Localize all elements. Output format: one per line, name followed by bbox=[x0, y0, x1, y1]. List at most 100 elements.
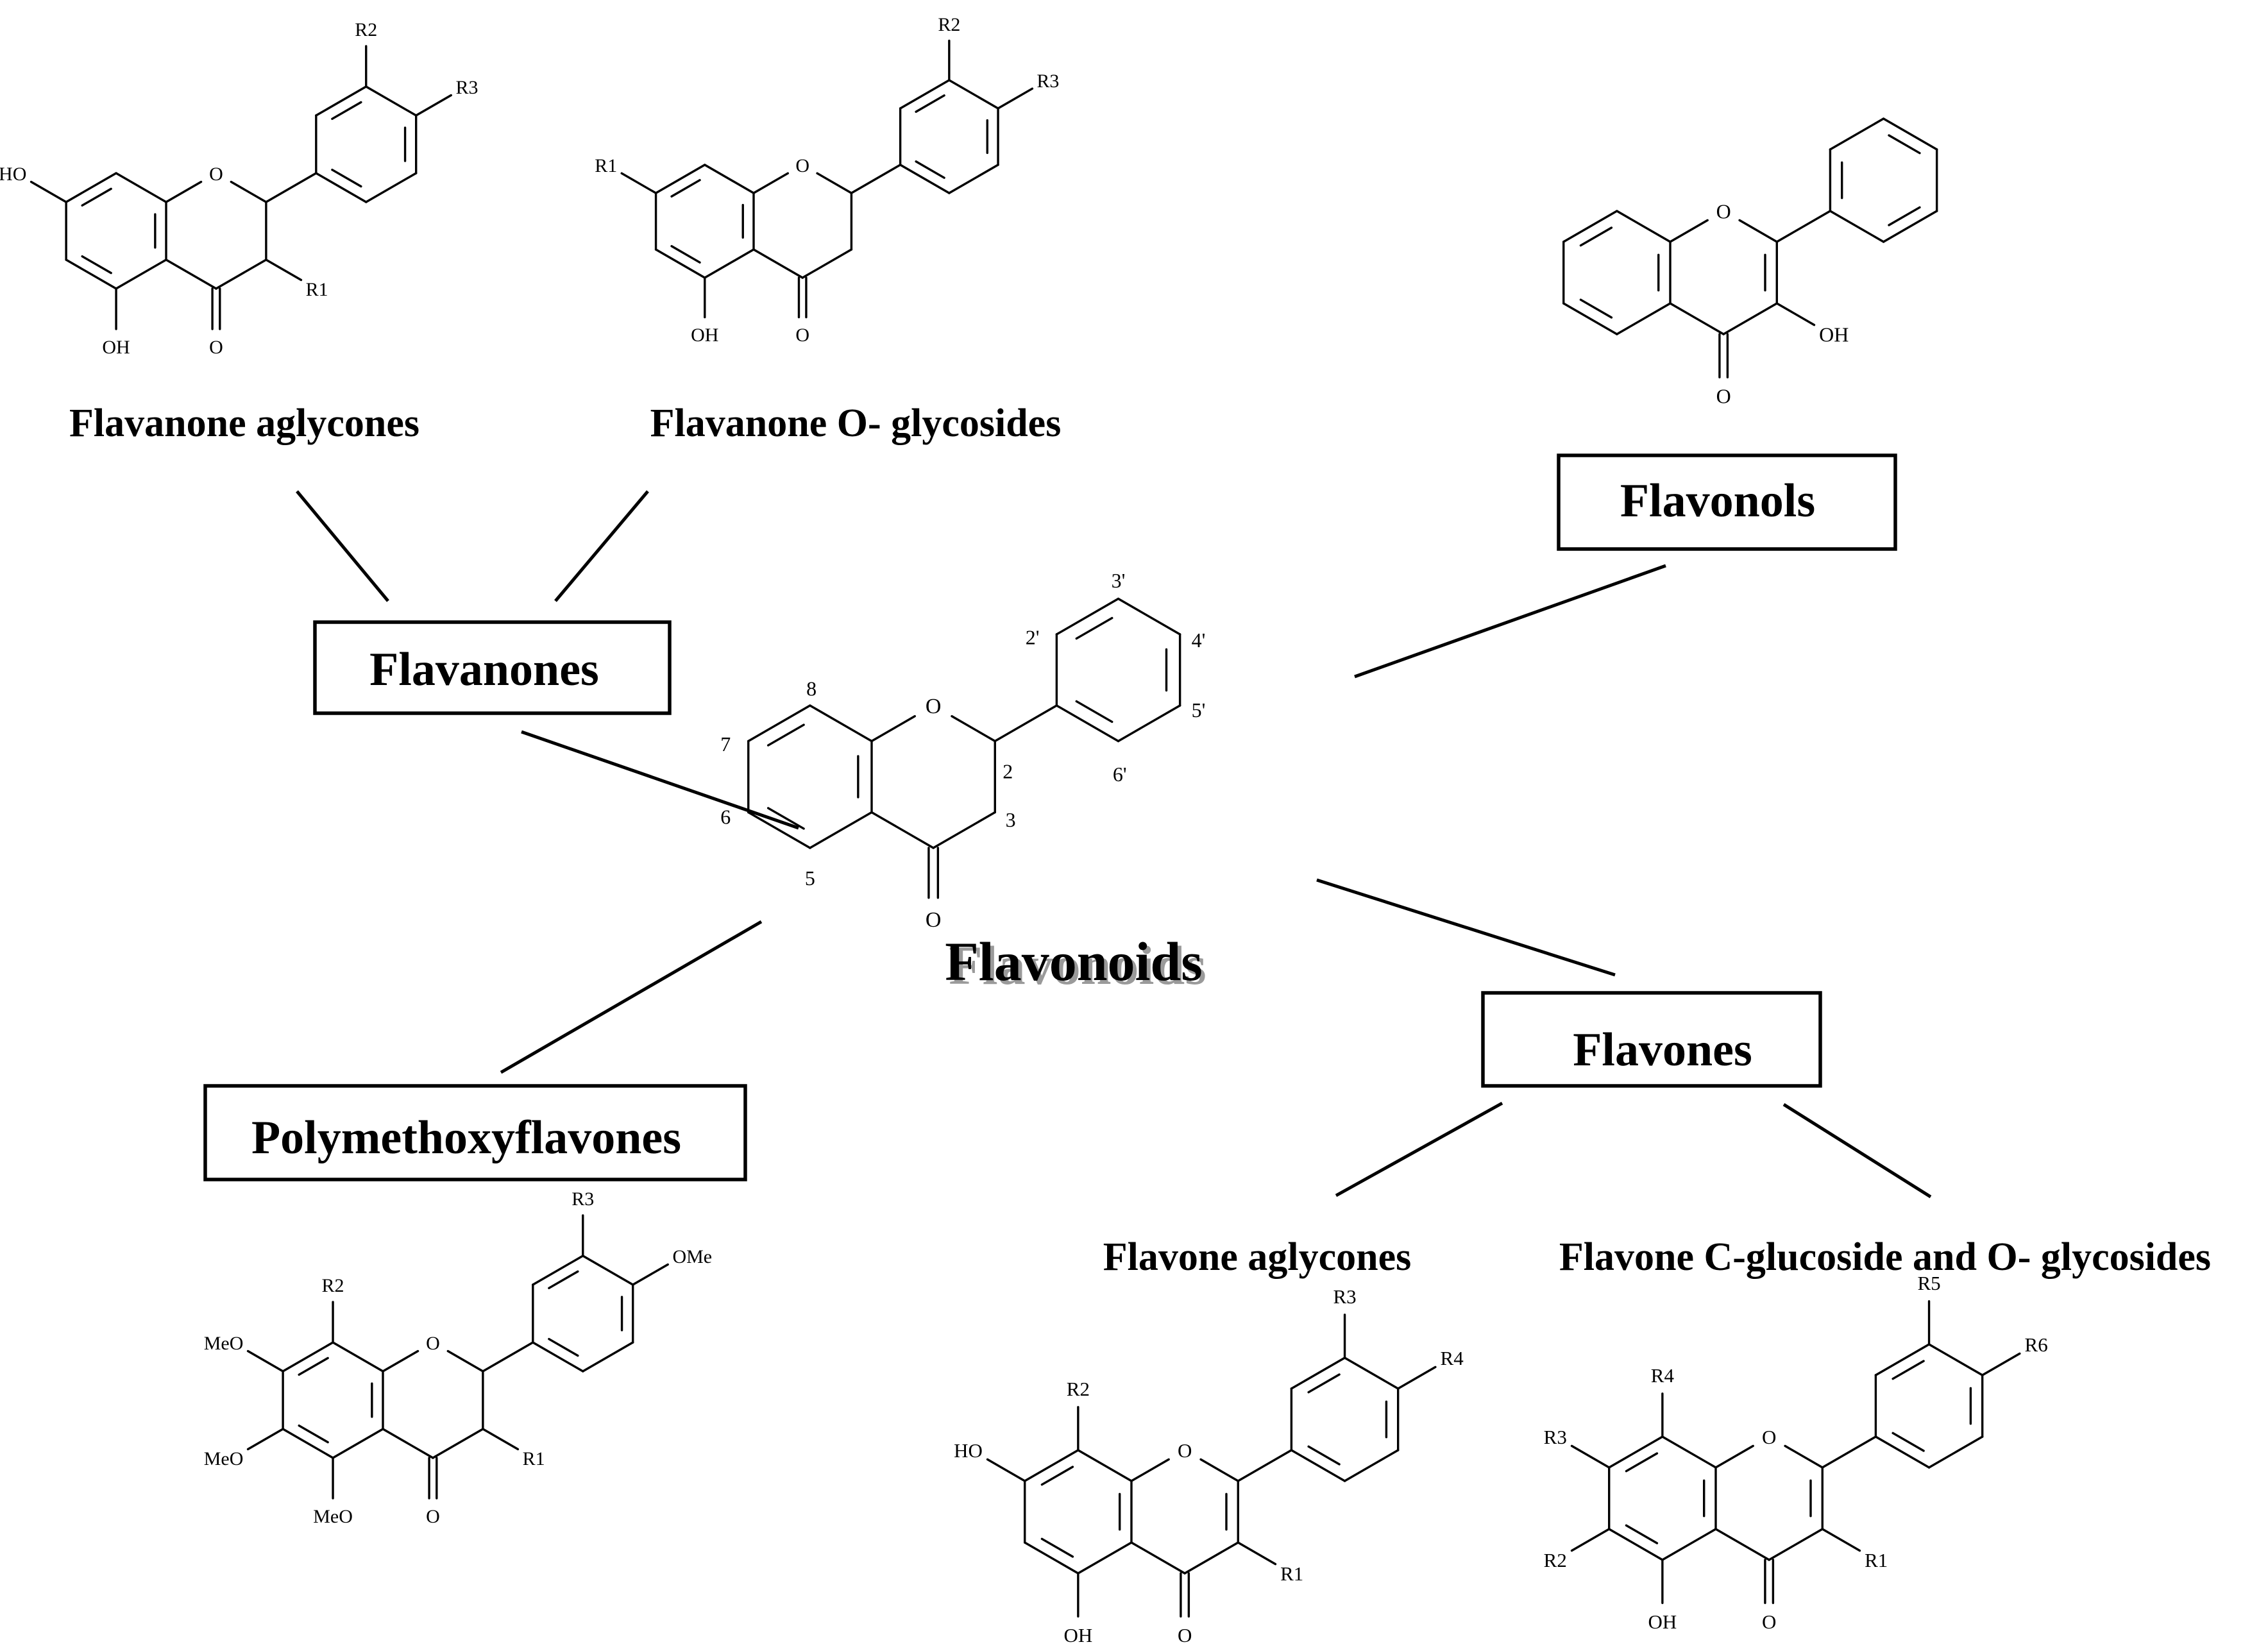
atom-r4p: R6 bbox=[2025, 1333, 2048, 1356]
bond-line-20 bbox=[1927, 1343, 1984, 1376]
connector-flavanones-center bbox=[521, 730, 799, 830]
bond-line-21 bbox=[948, 164, 999, 194]
bond-line-32 bbox=[632, 1263, 669, 1286]
atom-r5: OH bbox=[1648, 1611, 1677, 1633]
bond-line-22 bbox=[1927, 1435, 1984, 1469]
bond-line-26 bbox=[1307, 1445, 1341, 1466]
atom-r7: R3 bbox=[1544, 1426, 1567, 1448]
bond-line-28 bbox=[246, 1428, 284, 1451]
bond-line-30 bbox=[482, 1428, 520, 1451]
category-box bbox=[1481, 991, 1822, 1088]
bond-line-13 bbox=[382, 1428, 434, 1459]
atom-o1: O bbox=[1762, 1426, 1776, 1448]
atom-o4: O bbox=[1178, 1624, 1192, 1646]
bond-line-25 bbox=[331, 168, 362, 188]
position-number: 8 bbox=[806, 677, 817, 700]
atom-r4p: OMe bbox=[672, 1246, 712, 1267]
center-title: Flavonoids Flavonoids bbox=[945, 931, 1206, 996]
atom-r3: R1 bbox=[1865, 1549, 1888, 1571]
position-number: 3 bbox=[1006, 808, 1016, 831]
bond-line-21 bbox=[365, 172, 418, 203]
category-label: Flavanones bbox=[369, 643, 599, 696]
category-box bbox=[1557, 453, 1897, 551]
atom-o4: O bbox=[926, 908, 942, 932]
bond-line-1 bbox=[747, 704, 811, 743]
bond-line-19 bbox=[1829, 117, 1885, 151]
subgroup-label-flavanone-aglycones: Flavanone aglycones bbox=[69, 402, 419, 445]
bond-line-16 bbox=[994, 704, 1058, 743]
bond-line-9 bbox=[382, 1349, 419, 1373]
bond-line-13 bbox=[752, 248, 804, 279]
bond-line-4 bbox=[1616, 302, 1671, 335]
atom-r6: R2 bbox=[1544, 1549, 1567, 1571]
atom-r3p: R5 bbox=[1917, 1272, 1940, 1294]
bond-line-10 bbox=[1784, 1444, 1824, 1469]
bond-line-3 bbox=[1024, 1541, 1079, 1575]
bond-line-9 bbox=[1130, 1458, 1170, 1482]
atom-r7: MeO bbox=[204, 1333, 244, 1354]
position-number: 4' bbox=[1192, 629, 1206, 652]
connector-flavone-aglycones bbox=[1335, 1101, 1503, 1197]
bond-line-26 bbox=[1891, 1432, 1925, 1452]
bond-line-22 bbox=[532, 1341, 584, 1373]
atom-r4p: R4 bbox=[1441, 1347, 1464, 1369]
atom-r3p: R3 bbox=[571, 1188, 594, 1210]
bond-line-6 bbox=[298, 1357, 329, 1376]
bond-line-10 bbox=[1738, 219, 1778, 243]
bond-line-4 bbox=[115, 258, 167, 290]
position-number: 2' bbox=[1026, 626, 1040, 649]
bond-line-19 bbox=[365, 85, 418, 117]
bond-line-9 bbox=[1714, 1444, 1754, 1469]
atom-o4: O bbox=[426, 1506, 440, 1527]
bond-line-22 bbox=[1055, 704, 1120, 743]
bond-line-20 bbox=[1882, 117, 1938, 151]
bond-line-16 bbox=[482, 1341, 534, 1373]
bond-line-31 bbox=[1821, 1528, 1861, 1552]
bond-line-3 bbox=[1608, 1528, 1664, 1561]
bond-line-4 bbox=[332, 1428, 384, 1459]
bond-line-18 bbox=[315, 85, 368, 117]
position-number: 5' bbox=[1192, 698, 1206, 722]
bond-line-19 bbox=[1117, 597, 1181, 636]
atom-o1: O bbox=[795, 155, 809, 176]
bond-line-3 bbox=[747, 811, 811, 849]
bond-line-26 bbox=[30, 180, 67, 203]
bond-line-25 bbox=[915, 160, 945, 179]
bond-line-28 bbox=[265, 258, 303, 282]
bond-line-12 bbox=[801, 248, 853, 279]
bond-line-27 bbox=[1775, 302, 1816, 326]
bond-line-4 bbox=[809, 811, 873, 849]
bond-line-7 bbox=[81, 255, 112, 275]
bond-line-4 bbox=[1661, 1528, 1717, 1561]
bond-line-19 bbox=[948, 79, 999, 110]
bond-line-12 bbox=[432, 1428, 484, 1459]
bond-line-13 bbox=[870, 811, 935, 849]
bond-line-1 bbox=[1562, 210, 1618, 243]
atom-o4: O bbox=[209, 337, 223, 358]
bond-line-23 bbox=[1290, 1449, 1346, 1482]
bond-line-20 bbox=[1343, 1357, 1400, 1390]
bond-line-12 bbox=[215, 258, 267, 290]
position-number: 2 bbox=[1003, 759, 1013, 782]
category-label: Flavonols bbox=[1620, 475, 1815, 527]
bond-line-29 bbox=[1570, 1528, 1611, 1552]
position-number: 6 bbox=[720, 805, 731, 828]
bond-line-13 bbox=[1669, 302, 1725, 335]
bond-line-0 bbox=[1616, 210, 1671, 243]
connector-flavones-center bbox=[1316, 878, 1616, 977]
atom-o4: O bbox=[1762, 1611, 1776, 1633]
bond-line-30 bbox=[415, 94, 452, 117]
atom-r3p: R2 bbox=[938, 14, 960, 35]
category-box bbox=[313, 620, 672, 715]
bond-line-9 bbox=[1669, 219, 1709, 243]
category-flavones: Flavones bbox=[1481, 991, 1822, 1088]
bond-line-23 bbox=[1874, 1435, 1931, 1469]
bond-line-0 bbox=[809, 704, 873, 743]
category-polymethoxyflavones: Polymethoxyflavones bbox=[203, 1084, 747, 1181]
center-title-shadow: Flavonoids bbox=[949, 934, 1206, 996]
bond-line-19 bbox=[1290, 1357, 1346, 1390]
